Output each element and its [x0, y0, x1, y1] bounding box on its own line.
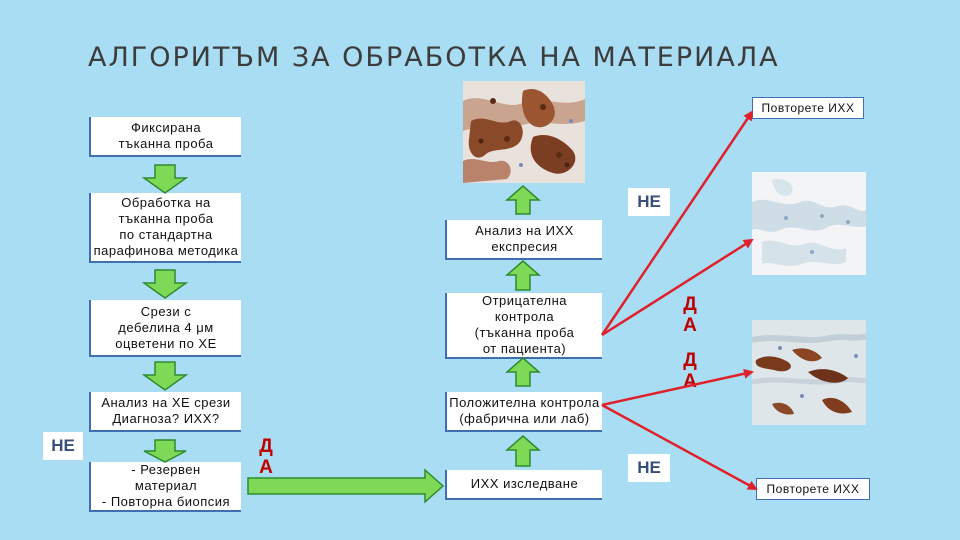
arrow-right-main: [248, 470, 443, 502]
red-line-neg-to-top: [602, 112, 752, 335]
arrow-down-3: [144, 362, 186, 390]
red-line-pos-to-image: [602, 372, 752, 405]
arrow-up-2: [507, 261, 539, 290]
arrow-up-3: [507, 358, 539, 386]
arrow-down-4: [144, 440, 186, 462]
arrow-up-4: [507, 436, 539, 466]
arrow-up-1: [507, 186, 539, 214]
red-line-pos-to-bottom: [602, 405, 756, 489]
arrow-down-2: [144, 270, 186, 298]
red-line-neg-to-image: [602, 240, 752, 335]
arrow-down-1: [144, 165, 186, 193]
